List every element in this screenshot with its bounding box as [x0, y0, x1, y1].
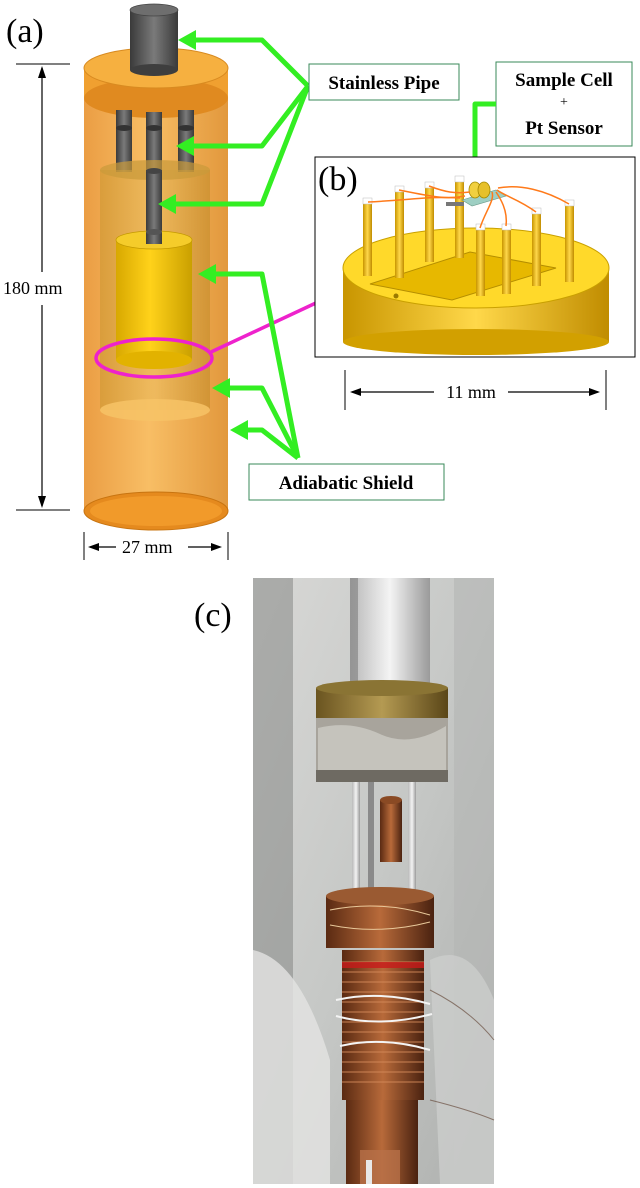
adiabatic-shield-callout: Adiabatic Shield — [248, 463, 445, 501]
inset-wires — [367, 185, 570, 229]
panel-label-b: (b) — [318, 161, 358, 198]
panel-label-c: (c) — [194, 597, 232, 634]
stainless-pipe-arrowheads — [158, 30, 196, 214]
inset-width-dimension: 11 mm — [344, 370, 607, 410]
panel-label-a: (a) — [6, 13, 44, 50]
inner-shield-bottom — [100, 399, 210, 421]
pt-sensor-label: Pt Sensor — [525, 118, 603, 139]
height-dimension: 180 mm — [3, 63, 70, 511]
stainless-pipe-callout: Stainless Pipe — [308, 63, 460, 101]
stainless-pipe-arrows — [172, 37, 311, 207]
height-label: 180 mm — [3, 278, 63, 298]
sample-cell-callout: Sample Cell + Pt Sensor — [495, 61, 633, 147]
width-dimension: 27 mm — [83, 532, 229, 560]
apparatus-photo — [253, 578, 495, 1184]
inset-sample-cell — [446, 181, 507, 207]
adiabatic-shield-arrowheads — [198, 264, 248, 440]
stainless-pipe-label: Stainless Pipe — [328, 73, 439, 94]
cryostat-schematic — [83, 3, 319, 531]
inset-width-label: 11 mm — [446, 382, 496, 402]
top-stainless-pipe — [130, 10, 178, 70]
plus-label: + — [560, 95, 568, 110]
adiabatic-shield-label: Adiabatic Shield — [279, 473, 414, 494]
width-label: 27 mm — [122, 537, 173, 557]
adiabatic-shield-arrows — [212, 271, 301, 460]
sample-cell-label: Sample Cell — [515, 70, 613, 91]
highlight-connector — [210, 300, 319, 354]
highlight-ellipse — [94, 337, 214, 379]
inset-panel: (b) — [314, 156, 636, 358]
